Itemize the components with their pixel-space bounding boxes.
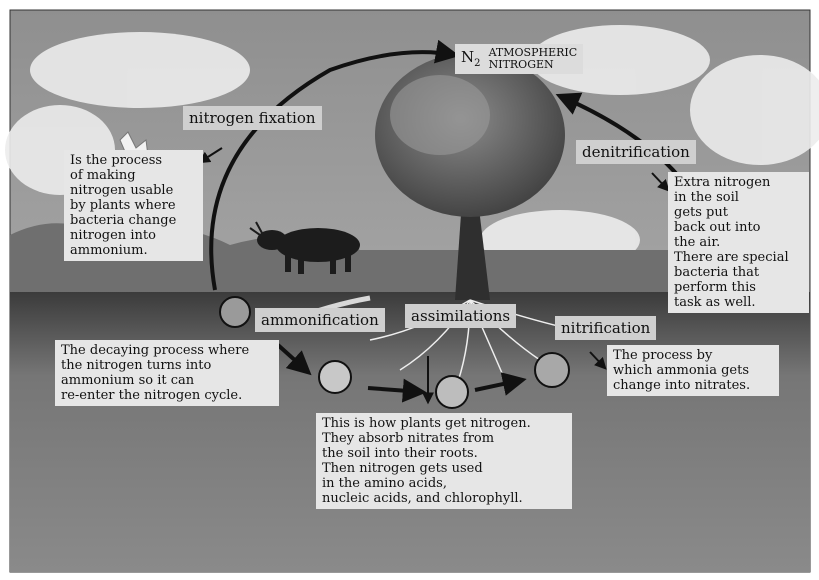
fixation-desc: Is the process of making nitrogen usable… xyxy=(64,150,203,261)
n2-subscript: 2 xyxy=(474,58,480,69)
atmospheric-nitrogen-text: ATMOSPHERIC NITROGEN xyxy=(489,47,578,71)
denitrification-title: denitrification xyxy=(576,140,696,164)
nitrification-title: nitrification xyxy=(555,316,656,340)
atmospheric-nitrogen-label: N2 ATMOSPHERIC NITROGEN xyxy=(455,44,583,74)
n2-symbol: N xyxy=(461,48,474,66)
fixation-title: nitrogen fixation xyxy=(183,106,322,130)
denitrification-desc: Extra nitrogen in the soil gets put back… xyxy=(668,172,809,313)
assimilation-desc: This is how plants get nitrogen. They ab… xyxy=(316,413,572,509)
ammonification-desc: The decaying process where the nitrogen … xyxy=(55,340,279,406)
assimilation-title: assimilations xyxy=(405,304,516,328)
nitrification-desc: The process by which ammonia gets change… xyxy=(607,345,779,396)
ammonification-title: ammonification xyxy=(255,308,385,332)
